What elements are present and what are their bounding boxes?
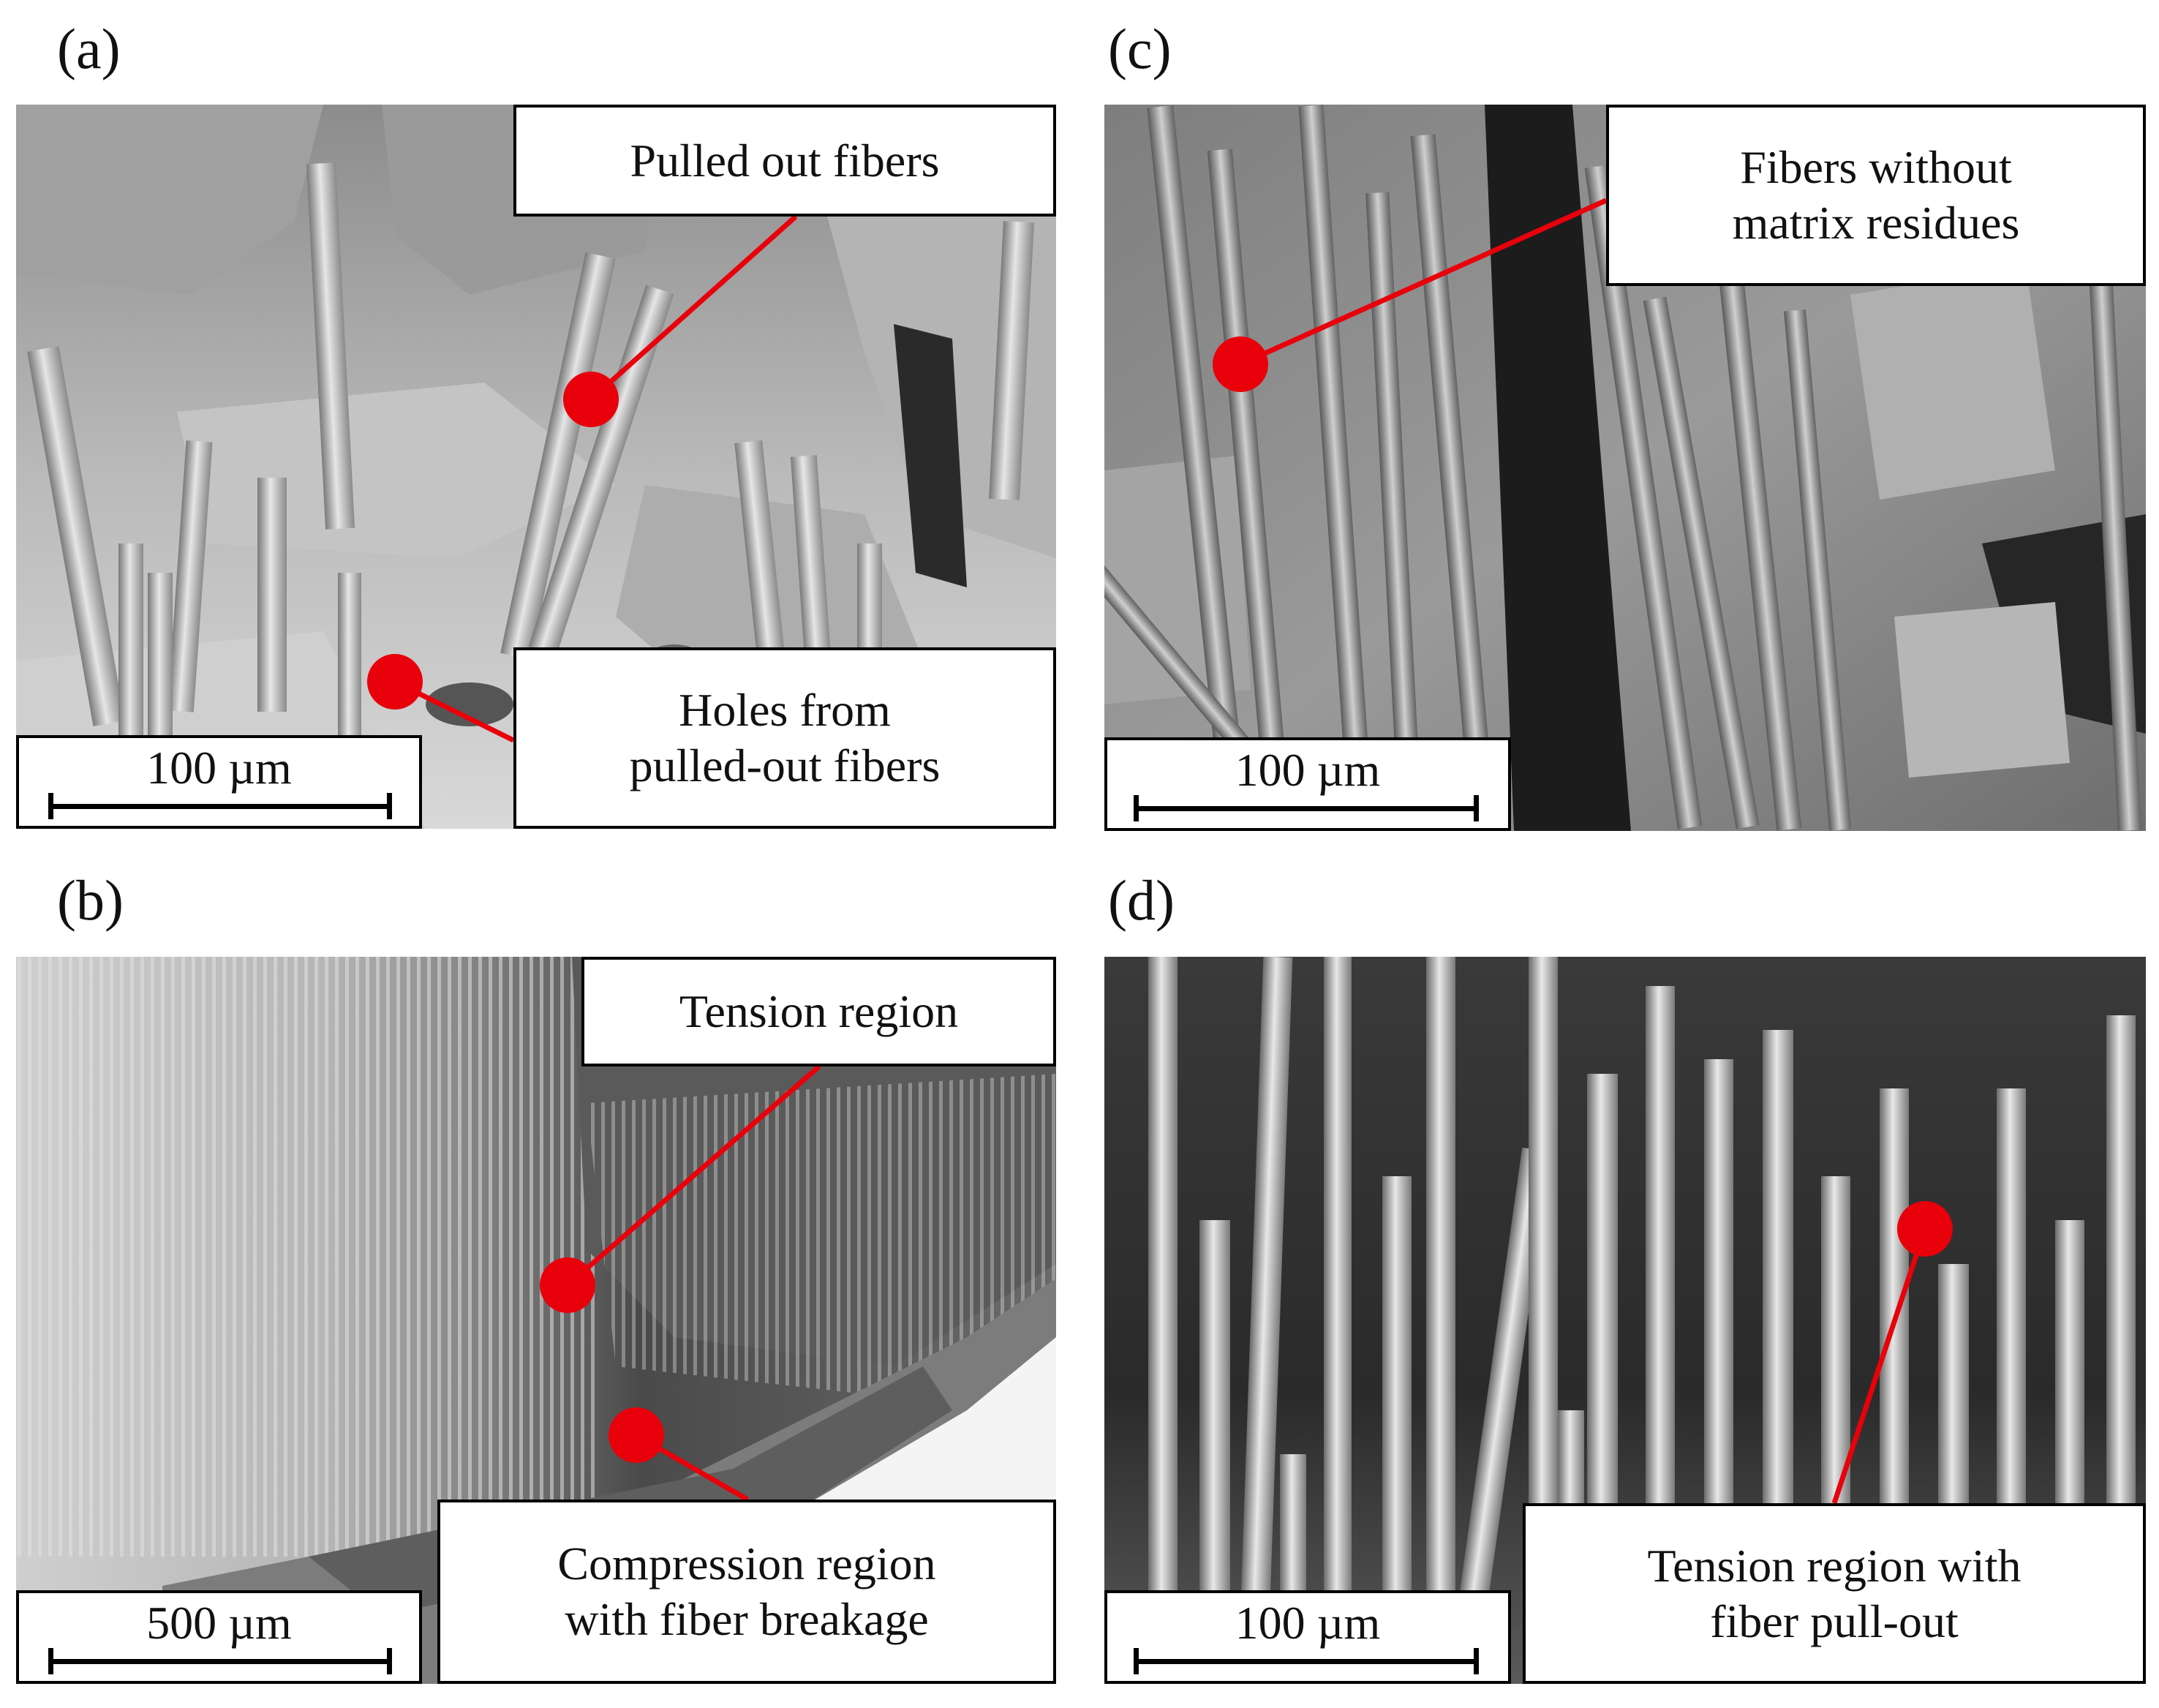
scale-bar-tick-left xyxy=(48,793,53,819)
panel-label-c: (c) xyxy=(1108,17,1172,80)
scale-bar-b: 500 µm xyxy=(16,1590,422,1684)
callout-text-block: Fibers without matrix residues xyxy=(1733,140,2020,250)
scale-bar-d: 100 µm xyxy=(1104,1590,1511,1684)
scale-bar-label: 100 µm xyxy=(146,742,292,794)
callout-text-line-1: Compression region xyxy=(557,1538,936,1590)
scale-bar-label: 500 µm xyxy=(146,1597,292,1649)
scale-bar-tick-right xyxy=(1474,1648,1479,1674)
scale-bar-line xyxy=(48,804,392,809)
scale-bar-tick-left xyxy=(1134,1648,1139,1674)
scale-bar-line xyxy=(1134,806,1479,811)
callout-pulled-out-fibers: Pulled out fibers xyxy=(513,105,1056,217)
scale-bar-line xyxy=(1134,1659,1479,1664)
callout-text-block: Compression region with fiber breakage xyxy=(557,1536,935,1647)
panel-label-a: (a) xyxy=(57,17,121,80)
callout-text: Tension region xyxy=(679,985,959,1038)
callout-text-line-2: pulled-out fibers xyxy=(629,740,941,791)
scale-bar-tick-right xyxy=(387,793,392,819)
callout-compression-region: Compression region with fiber breakage xyxy=(437,1500,1056,1684)
callout-text-line-2: fiber pull-out xyxy=(1710,1595,1959,1647)
callout-text-line-1: Holes from xyxy=(679,684,891,737)
scale-bar-label: 100 µm xyxy=(1235,744,1381,796)
callout-text-block: Holes from pulled-out fibers xyxy=(630,682,941,793)
callout-text: Pulled out fibers xyxy=(630,134,940,187)
scale-bar-tick-left xyxy=(48,1648,53,1674)
callout-text-line-2: with fiber breakage xyxy=(565,1593,929,1645)
panel-label-d: (d) xyxy=(1108,868,1175,932)
scale-bar-tick-right xyxy=(387,1648,392,1674)
scale-bar-a: 100 µm xyxy=(16,735,422,829)
panel-label-b: (b) xyxy=(57,868,124,932)
callout-text-line-2: matrix residues xyxy=(1732,197,2020,249)
scale-bar-line xyxy=(48,1659,392,1664)
scale-bar-label: 100 µm xyxy=(1235,1597,1381,1649)
callout-holes: Holes from pulled-out fibers xyxy=(513,647,1056,829)
callout-text-block: Tension region with fiber pull-out xyxy=(1648,1538,2022,1649)
callout-text-line-1: Tension region with xyxy=(1647,1539,2022,1592)
callout-text-line-1: Fibers without xyxy=(1740,141,2012,194)
callout-tension-pullout: Tension region with fiber pull-out xyxy=(1523,1503,2146,1684)
callout-fibers-without-matrix: Fibers without matrix residues xyxy=(1606,105,2146,286)
scale-bar-tick-right xyxy=(1474,795,1479,821)
scale-bar-c: 100 µm xyxy=(1104,737,1511,831)
callout-tension-region: Tension region xyxy=(581,957,1056,1066)
scale-bar-tick-left xyxy=(1134,795,1139,821)
